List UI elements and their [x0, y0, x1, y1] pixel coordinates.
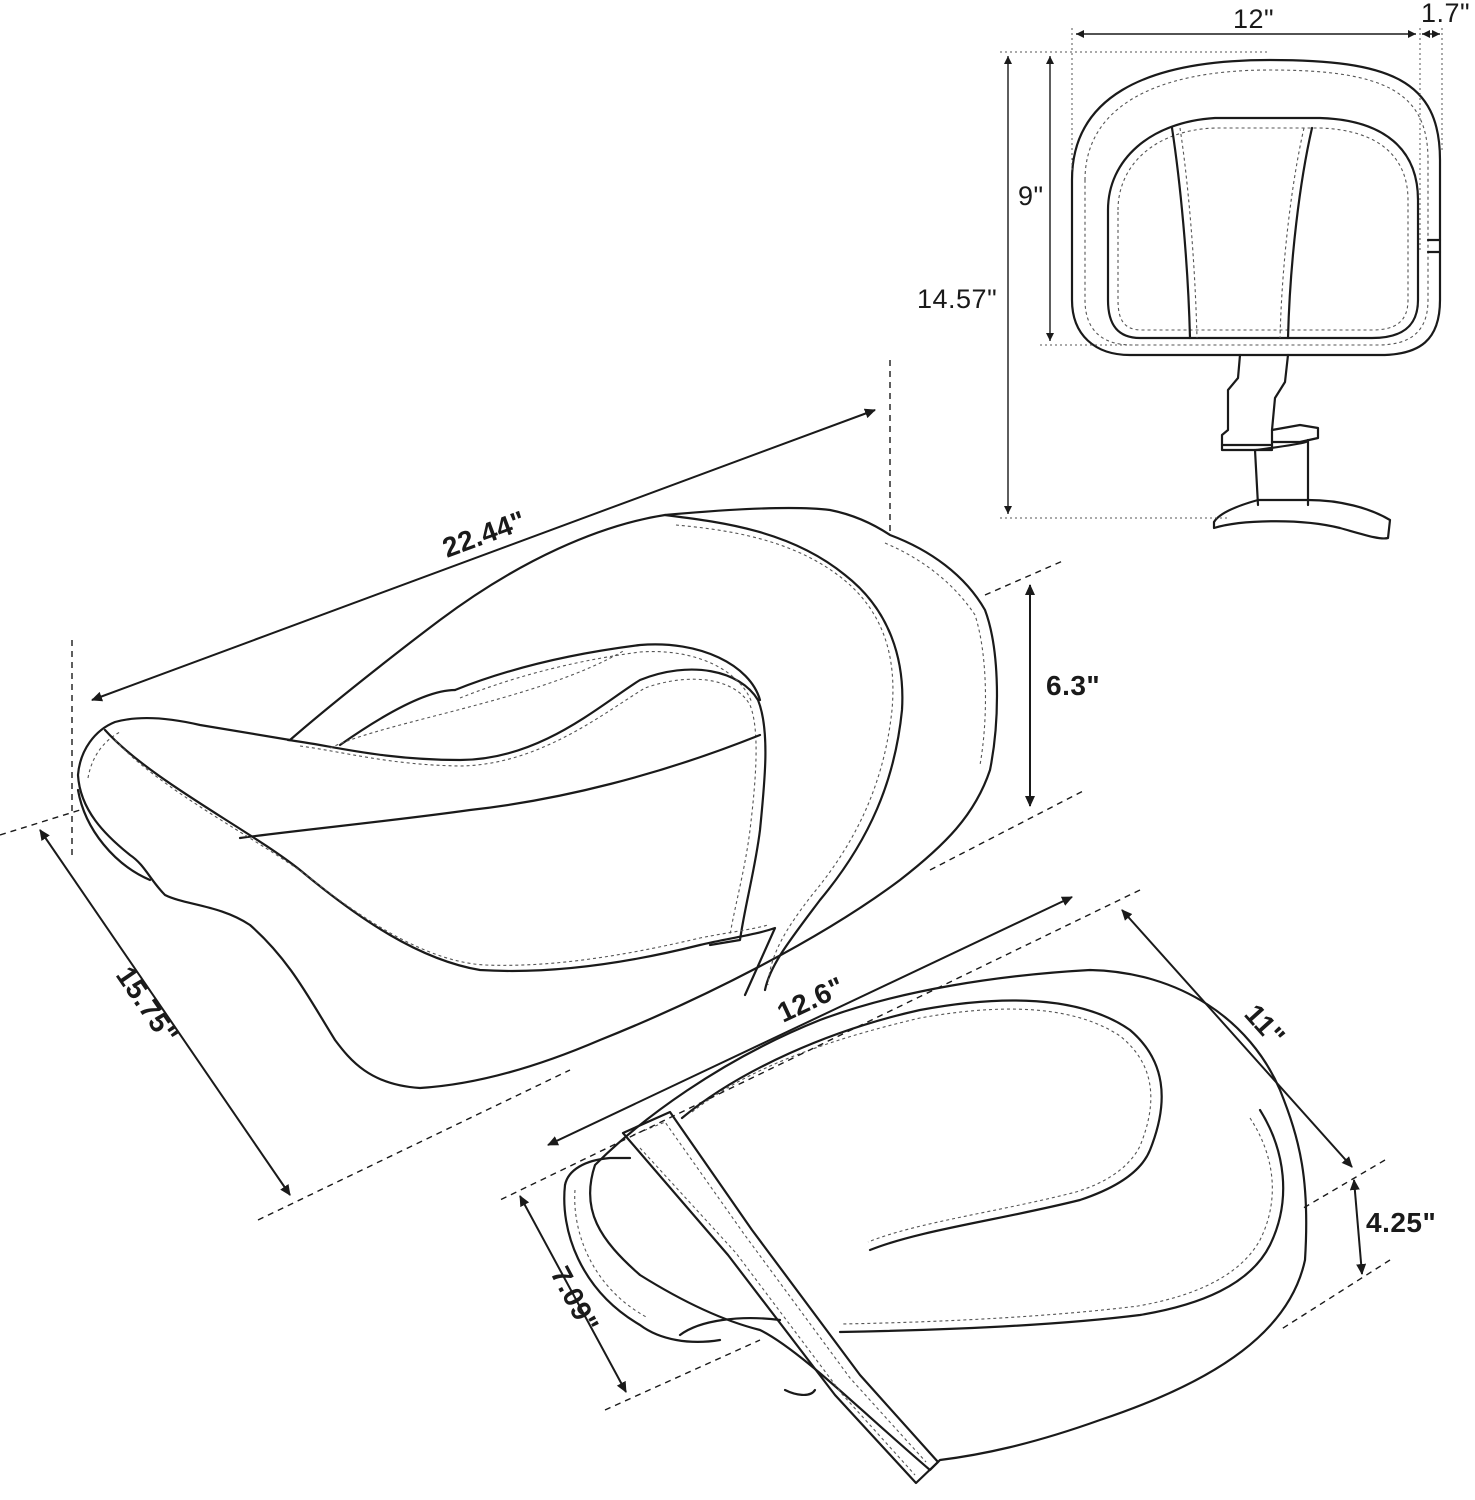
passenger-seat-front-width-arrow	[519, 1195, 627, 1393]
rider-seat-illustration	[76, 506, 999, 1090]
rider-seat-width-arrow	[39, 829, 291, 1196]
rider-seat-height-label: 6.3"	[1046, 670, 1100, 701]
backrest-total-height-label: 14.57"	[917, 284, 997, 314]
passenger-seat-length-arrow	[547, 896, 1073, 1146]
passenger-seat-illustration	[563, 968, 1308, 1485]
rider-seat-length-arrow	[91, 408, 876, 702]
passenger-seat-dimensions	[499, 889, 1391, 1411]
rider-seat-width-label: 15.75"	[110, 961, 184, 1050]
passenger-seat-front-width-label: 7.09"	[545, 1261, 605, 1338]
backrest-depth-label: 1.7"	[1421, 0, 1470, 28]
passenger-seat-height-arrow	[1349, 1179, 1367, 1275]
backrest-dimensions	[1000, 28, 1443, 519]
rider-seat-dimensions	[0, 360, 1086, 1221]
passenger-seat-width-arrow	[1121, 909, 1353, 1168]
passenger-seat-width-label: 11"	[1239, 998, 1292, 1052]
backrest-illustration	[1070, 58, 1442, 540]
backrest-pad-height-label: 9"	[1018, 181, 1044, 211]
passenger-seat-height-label: 4.25"	[1366, 1207, 1436, 1238]
backrest-width-label: 12"	[1233, 4, 1274, 34]
